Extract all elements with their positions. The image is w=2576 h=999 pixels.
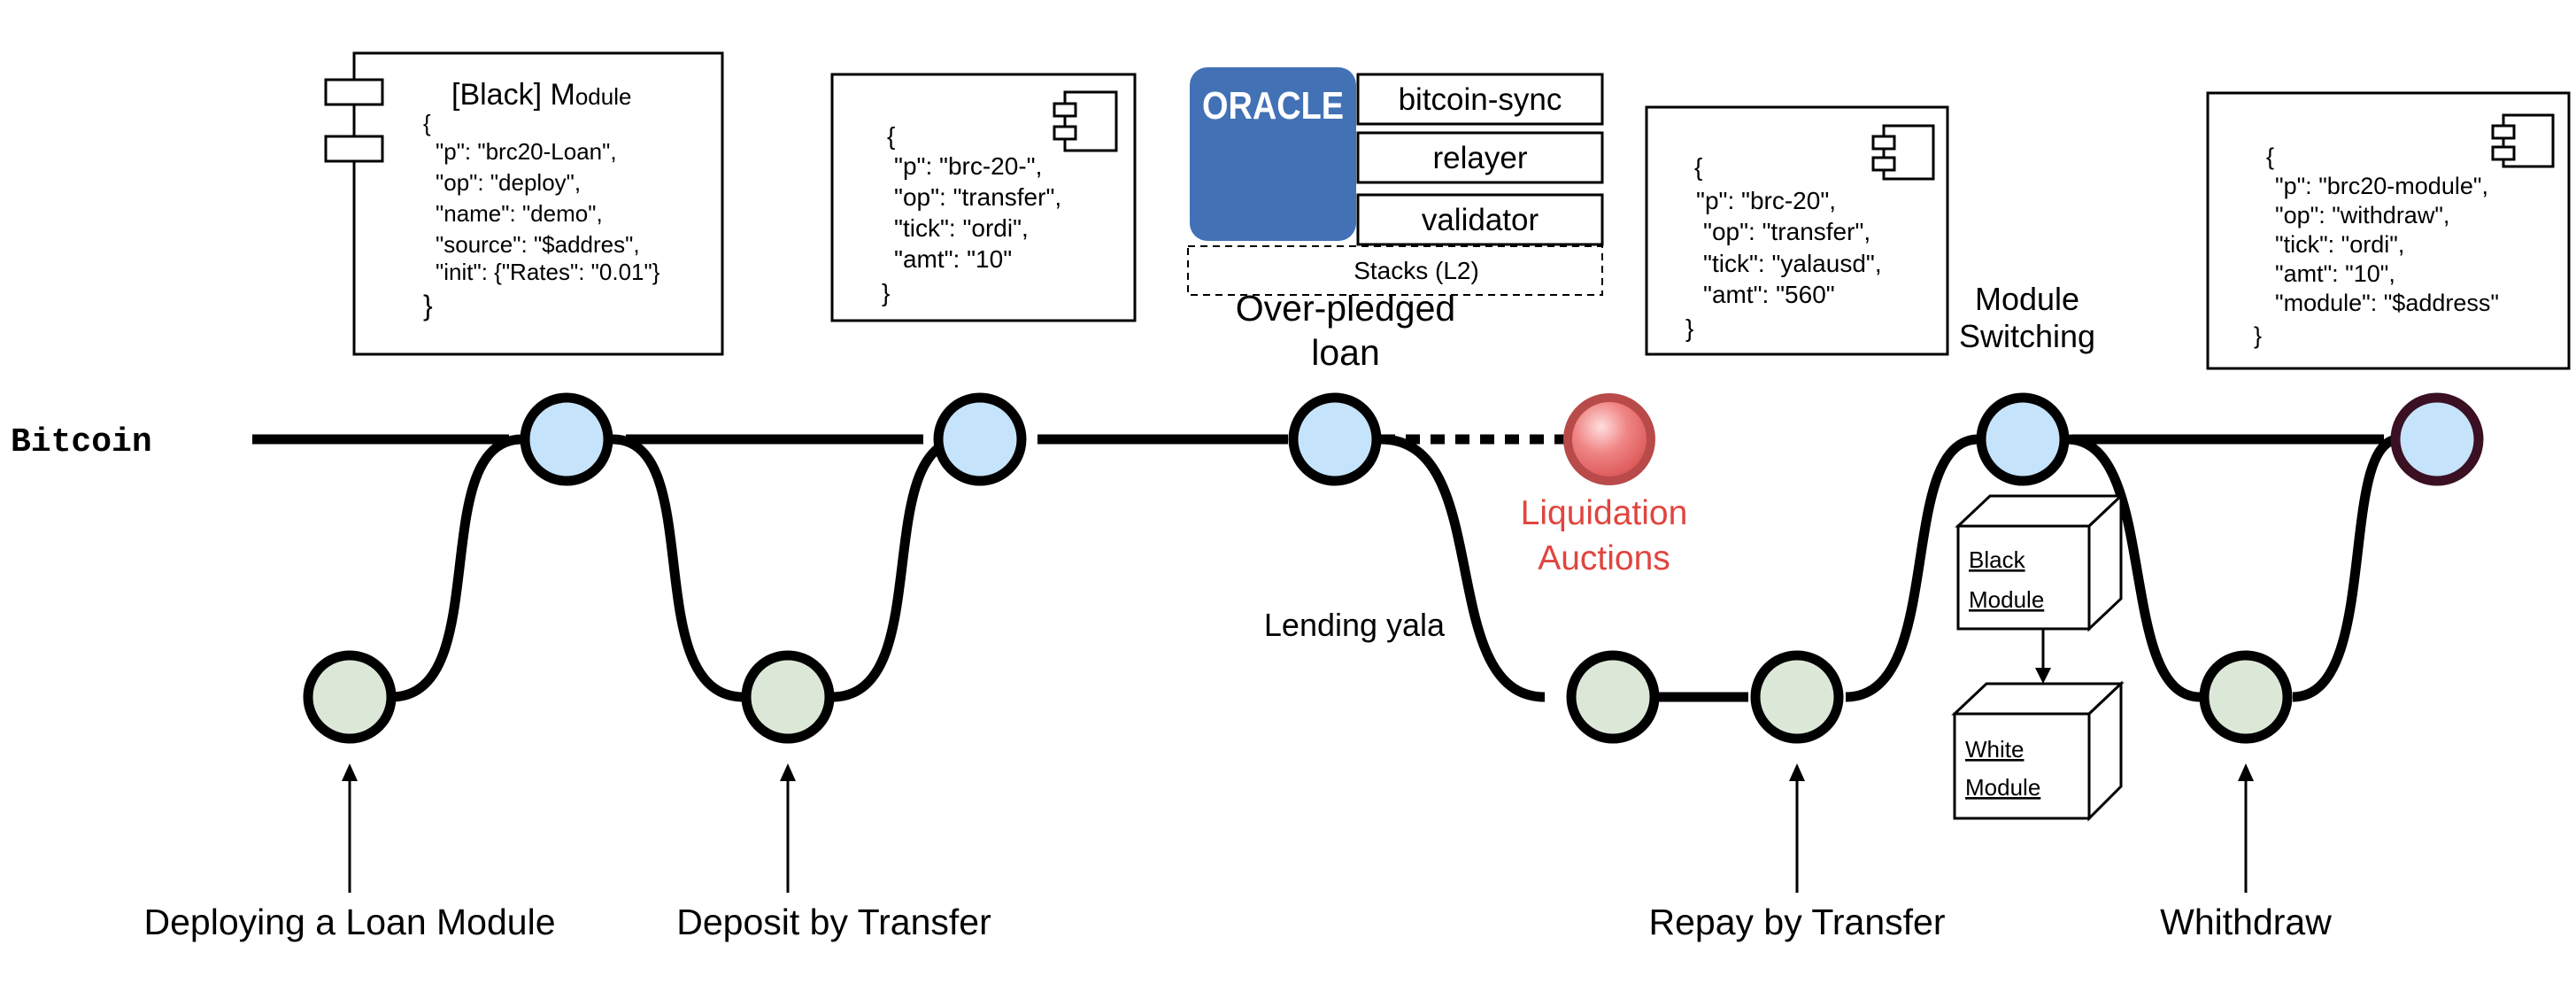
stage-label-withdraw: Whithdraw	[2160, 902, 2332, 942]
module-box-title-prefix: [Black] M	[451, 78, 575, 112]
repay-box-line: "op": "transfer",	[1703, 218, 1870, 245]
white-module-label-line2: Module	[1965, 774, 2040, 801]
white-module-label-line1: White	[1965, 736, 2024, 763]
side-node-deploy	[303, 650, 397, 744]
side-node-withdraw	[2199, 650, 2293, 744]
white-module-cube	[1951, 680, 2125, 822]
side-node-lending	[1566, 650, 1660, 744]
deposit-box-line: "p": "brc-20-",	[894, 152, 1042, 180]
module-box-title: [Black] Module	[451, 78, 631, 112]
liquidation-node	[1563, 393, 1655, 485]
chain-node-deposit	[933, 392, 1027, 486]
module-box-line: "source": "$addres",	[436, 231, 640, 258]
side-node-repay	[1750, 650, 1844, 744]
module-deploy-box: [Black] Module { "p": "brc20-Loan", "op"…	[324, 51, 724, 356]
deposit-box: { "p": "brc-20-", "op": "transfer", "tic…	[830, 73, 1137, 322]
module-box-line: "p": "brc20-Loan",	[436, 138, 617, 165]
black-module-cube	[1955, 492, 2125, 632]
oracle-item-box	[1356, 193, 1604, 246]
over-pledged-label-line2: loan	[1311, 332, 1380, 373]
liquidation-label-line1: Liquidation	[1521, 494, 1688, 532]
oracle-item-bitcoin-sync: bitcoin-sync	[1399, 82, 1562, 117]
withdraw-box-line: "module": "$address"	[2275, 290, 2499, 316]
oracle-item-box	[1356, 73, 1604, 126]
stage-label-repay: Repay by Transfer	[1649, 902, 1946, 942]
module-switching-label-line2: Switching	[1959, 318, 2095, 354]
lending-label: Lending yala	[1264, 607, 1446, 643]
oracle-item-validator: validator	[1422, 203, 1539, 237]
withdraw-box: { "p": "brc20-module", "op": "withdraw",…	[2206, 91, 2571, 370]
branch-curves	[390, 434, 2400, 702]
component-tab-lower	[324, 135, 384, 163]
deposit-box-line: "amt": "10"	[894, 245, 1012, 273]
oracle-item-relayer: relayer	[1433, 141, 1528, 175]
module-box-line: }	[423, 290, 433, 321]
module-switching-label-line1: Module	[1975, 281, 2079, 317]
oracle-item-box	[1356, 131, 1604, 184]
withdraw-box-line: {	[2266, 143, 2274, 170]
stage-label-deposit: Deposit by Transfer	[676, 902, 991, 942]
oracle-logo: ORACLE	[1202, 84, 1344, 128]
stage-arrows	[342, 763, 2254, 893]
black-module-label-line1: Black	[1969, 546, 2026, 573]
withdraw-box-line: "p": "brc20-module",	[2275, 173, 2488, 199]
deposit-box-line: }	[882, 279, 890, 306]
component-icon	[1053, 90, 1118, 152]
chain-node-withdraw	[2390, 392, 2484, 486]
stage-label-deploy: Deploying a Loan Module	[144, 902, 556, 942]
oracle-logo-tile	[1190, 67, 1356, 241]
withdraw-box-line: "op": "withdraw",	[2275, 202, 2449, 228]
deposit-box-line: {	[887, 122, 895, 150]
withdraw-box-line: }	[2254, 322, 2262, 349]
chain-node-deploy	[520, 392, 613, 486]
module-box-line: {	[423, 110, 431, 136]
repay-box-line: "tick": "yalausd",	[1703, 250, 1882, 277]
side-node-deposit	[741, 650, 835, 744]
oracle-group: ORACLE bitcoin-sync relayer validator St…	[1187, 67, 1604, 296]
repay-box-line: "p": "brc-20",	[1696, 187, 1836, 214]
component-icon	[1871, 124, 1935, 181]
black-module-label-line2: Module	[1969, 586, 2044, 613]
chain-node-loan	[1288, 392, 1382, 486]
withdraw-box-line: "tick": "ordi",	[2275, 231, 2404, 258]
component-icon	[2491, 113, 2555, 168]
chain-label: Bitcoin	[11, 423, 152, 461]
repay-box-line: "amt": "560"	[1703, 281, 1835, 308]
module-box-line: "op": "deploy",	[436, 169, 581, 196]
component-tab-upper	[324, 78, 384, 106]
repay-box-line: }	[1685, 314, 1693, 342]
repay-box-line: {	[1694, 153, 1702, 181]
stacks-layer-label: Stacks (L2)	[1354, 257, 1479, 284]
stacks-layer-box	[1187, 245, 1603, 296]
module-switch-arrow	[2035, 629, 2051, 684]
liquidation-label-line2: Auctions	[1538, 539, 1670, 577]
chain-node-repay	[1976, 392, 2070, 486]
deposit-box-line: "op": "transfer",	[894, 183, 1061, 211]
module-box-title-suffix: odule	[575, 83, 632, 110]
withdraw-box-line: "amt": "10",	[2275, 260, 2395, 287]
module-box-line: "name": "demo",	[436, 200, 603, 227]
deposit-box-line: "tick": "ordi",	[894, 214, 1029, 242]
module-box-line: "init": {"Rates": "0.01"}	[436, 259, 660, 285]
repay-box: { "p": "brc-20", "op": "transfer", "tick…	[1645, 105, 1949, 356]
